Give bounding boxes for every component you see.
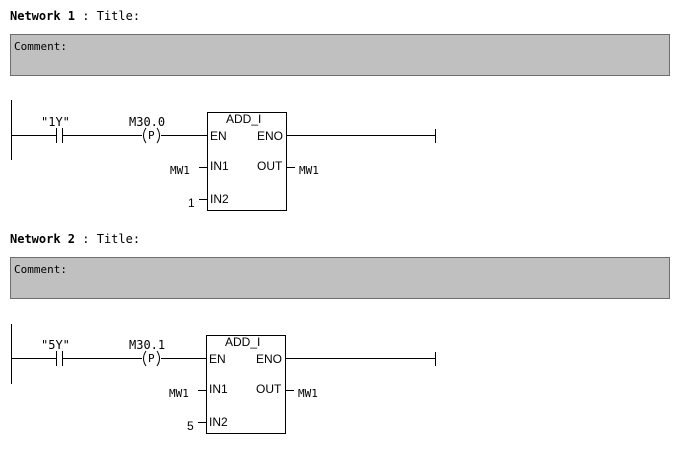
in1-operand[interactable]: MW1 xyxy=(169,387,189,400)
block-name: ADD_I xyxy=(225,335,261,349)
positive-edge-coil[interactable] xyxy=(143,350,160,367)
pin-in1-label: IN1 xyxy=(210,159,229,173)
network-comment-box[interactable]: Comment: xyxy=(10,34,670,76)
network-comment-box[interactable]: Comment: xyxy=(10,257,670,299)
network-title[interactable]: : Title: xyxy=(82,9,141,23)
contact-tag[interactable]: "1Y" xyxy=(41,115,70,129)
pin-in2-label: IN2 xyxy=(209,415,228,429)
edge-memory-tag[interactable]: M30.0 xyxy=(129,115,166,129)
pin-eno-label: ENO xyxy=(257,129,284,143)
pin-out-label: OUT xyxy=(256,382,282,396)
in2-operand[interactable]: 1 xyxy=(188,196,195,210)
out-operand[interactable]: MW1 xyxy=(299,164,319,177)
pin-in2-label: IN2 xyxy=(210,192,229,206)
out-operand[interactable]: MW1 xyxy=(298,387,318,400)
pin-eno-label: ENO xyxy=(256,352,283,366)
pin-en-label: EN xyxy=(209,352,226,366)
edge-memory-tag[interactable]: M30.1 xyxy=(129,338,166,352)
network-title[interactable]: : Title: xyxy=(82,232,141,246)
pin-en-label: EN xyxy=(210,129,227,143)
normally-open-contact[interactable] xyxy=(56,128,63,143)
in1-operand[interactable]: MW1 xyxy=(170,164,190,177)
normally-open-contact[interactable] xyxy=(56,351,63,366)
edge-coil-symbol: P xyxy=(148,352,155,365)
network-number: Network 1 xyxy=(10,9,76,23)
network-header[interactable]: Network 2 : Title: xyxy=(10,233,140,245)
edge-coil-symbol: P xyxy=(148,129,155,142)
add-i-block[interactable] xyxy=(207,112,287,211)
comment-label: Comment: xyxy=(14,263,67,276)
contact-tag[interactable]: "5Y" xyxy=(41,338,70,352)
network-number: Network 2 xyxy=(10,232,76,246)
in2-operand[interactable]: 5 xyxy=(187,419,194,433)
network-header[interactable]: Network 1 : Title: xyxy=(10,10,140,22)
block-name: ADD_I xyxy=(226,112,262,126)
pin-out-label: OUT xyxy=(257,159,283,173)
comment-label: Comment: xyxy=(14,40,67,53)
pin-in1-label: IN1 xyxy=(209,382,228,396)
add-i-block[interactable] xyxy=(206,335,286,434)
positive-edge-coil[interactable] xyxy=(143,127,160,144)
